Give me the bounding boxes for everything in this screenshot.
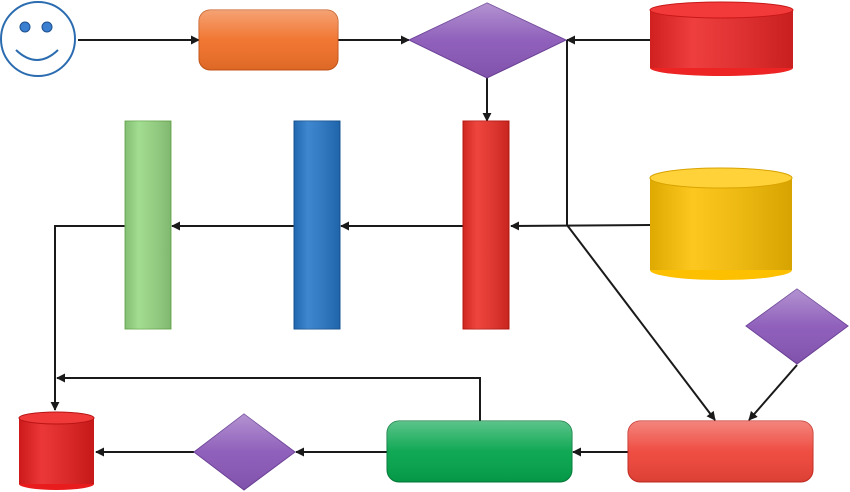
smiley-left-eye [19,21,31,33]
connectors [50,35,798,457]
bottom-decision-diamond [193,413,296,491]
top-decision-diamond [407,2,568,79]
red-bar [462,120,510,330]
smiley-mouth [15,49,59,61]
green-bar [124,120,172,330]
connector-right-diamond-to-bottom-red-box [748,364,798,421]
bottom-red-process-box [627,420,814,483]
right-decision-diamond [745,288,849,365]
blue-bar [293,120,341,330]
connector-green-bar-to-bottom-cylinder [50,225,125,411]
top-red-cylinder [649,1,794,76]
connector-bottom-green-box-to-green-bar-line [56,373,481,421]
smiley-right-eye [41,21,53,33]
smiley-face-icon [0,1,76,77]
bottom-green-process-box [386,420,573,483]
orange-process-box [198,9,339,71]
connector-yellow-cylinder-to-red-bar [510,221,651,231]
bottom-red-cylinder [18,411,95,490]
yellow-cylinder [649,167,793,280]
